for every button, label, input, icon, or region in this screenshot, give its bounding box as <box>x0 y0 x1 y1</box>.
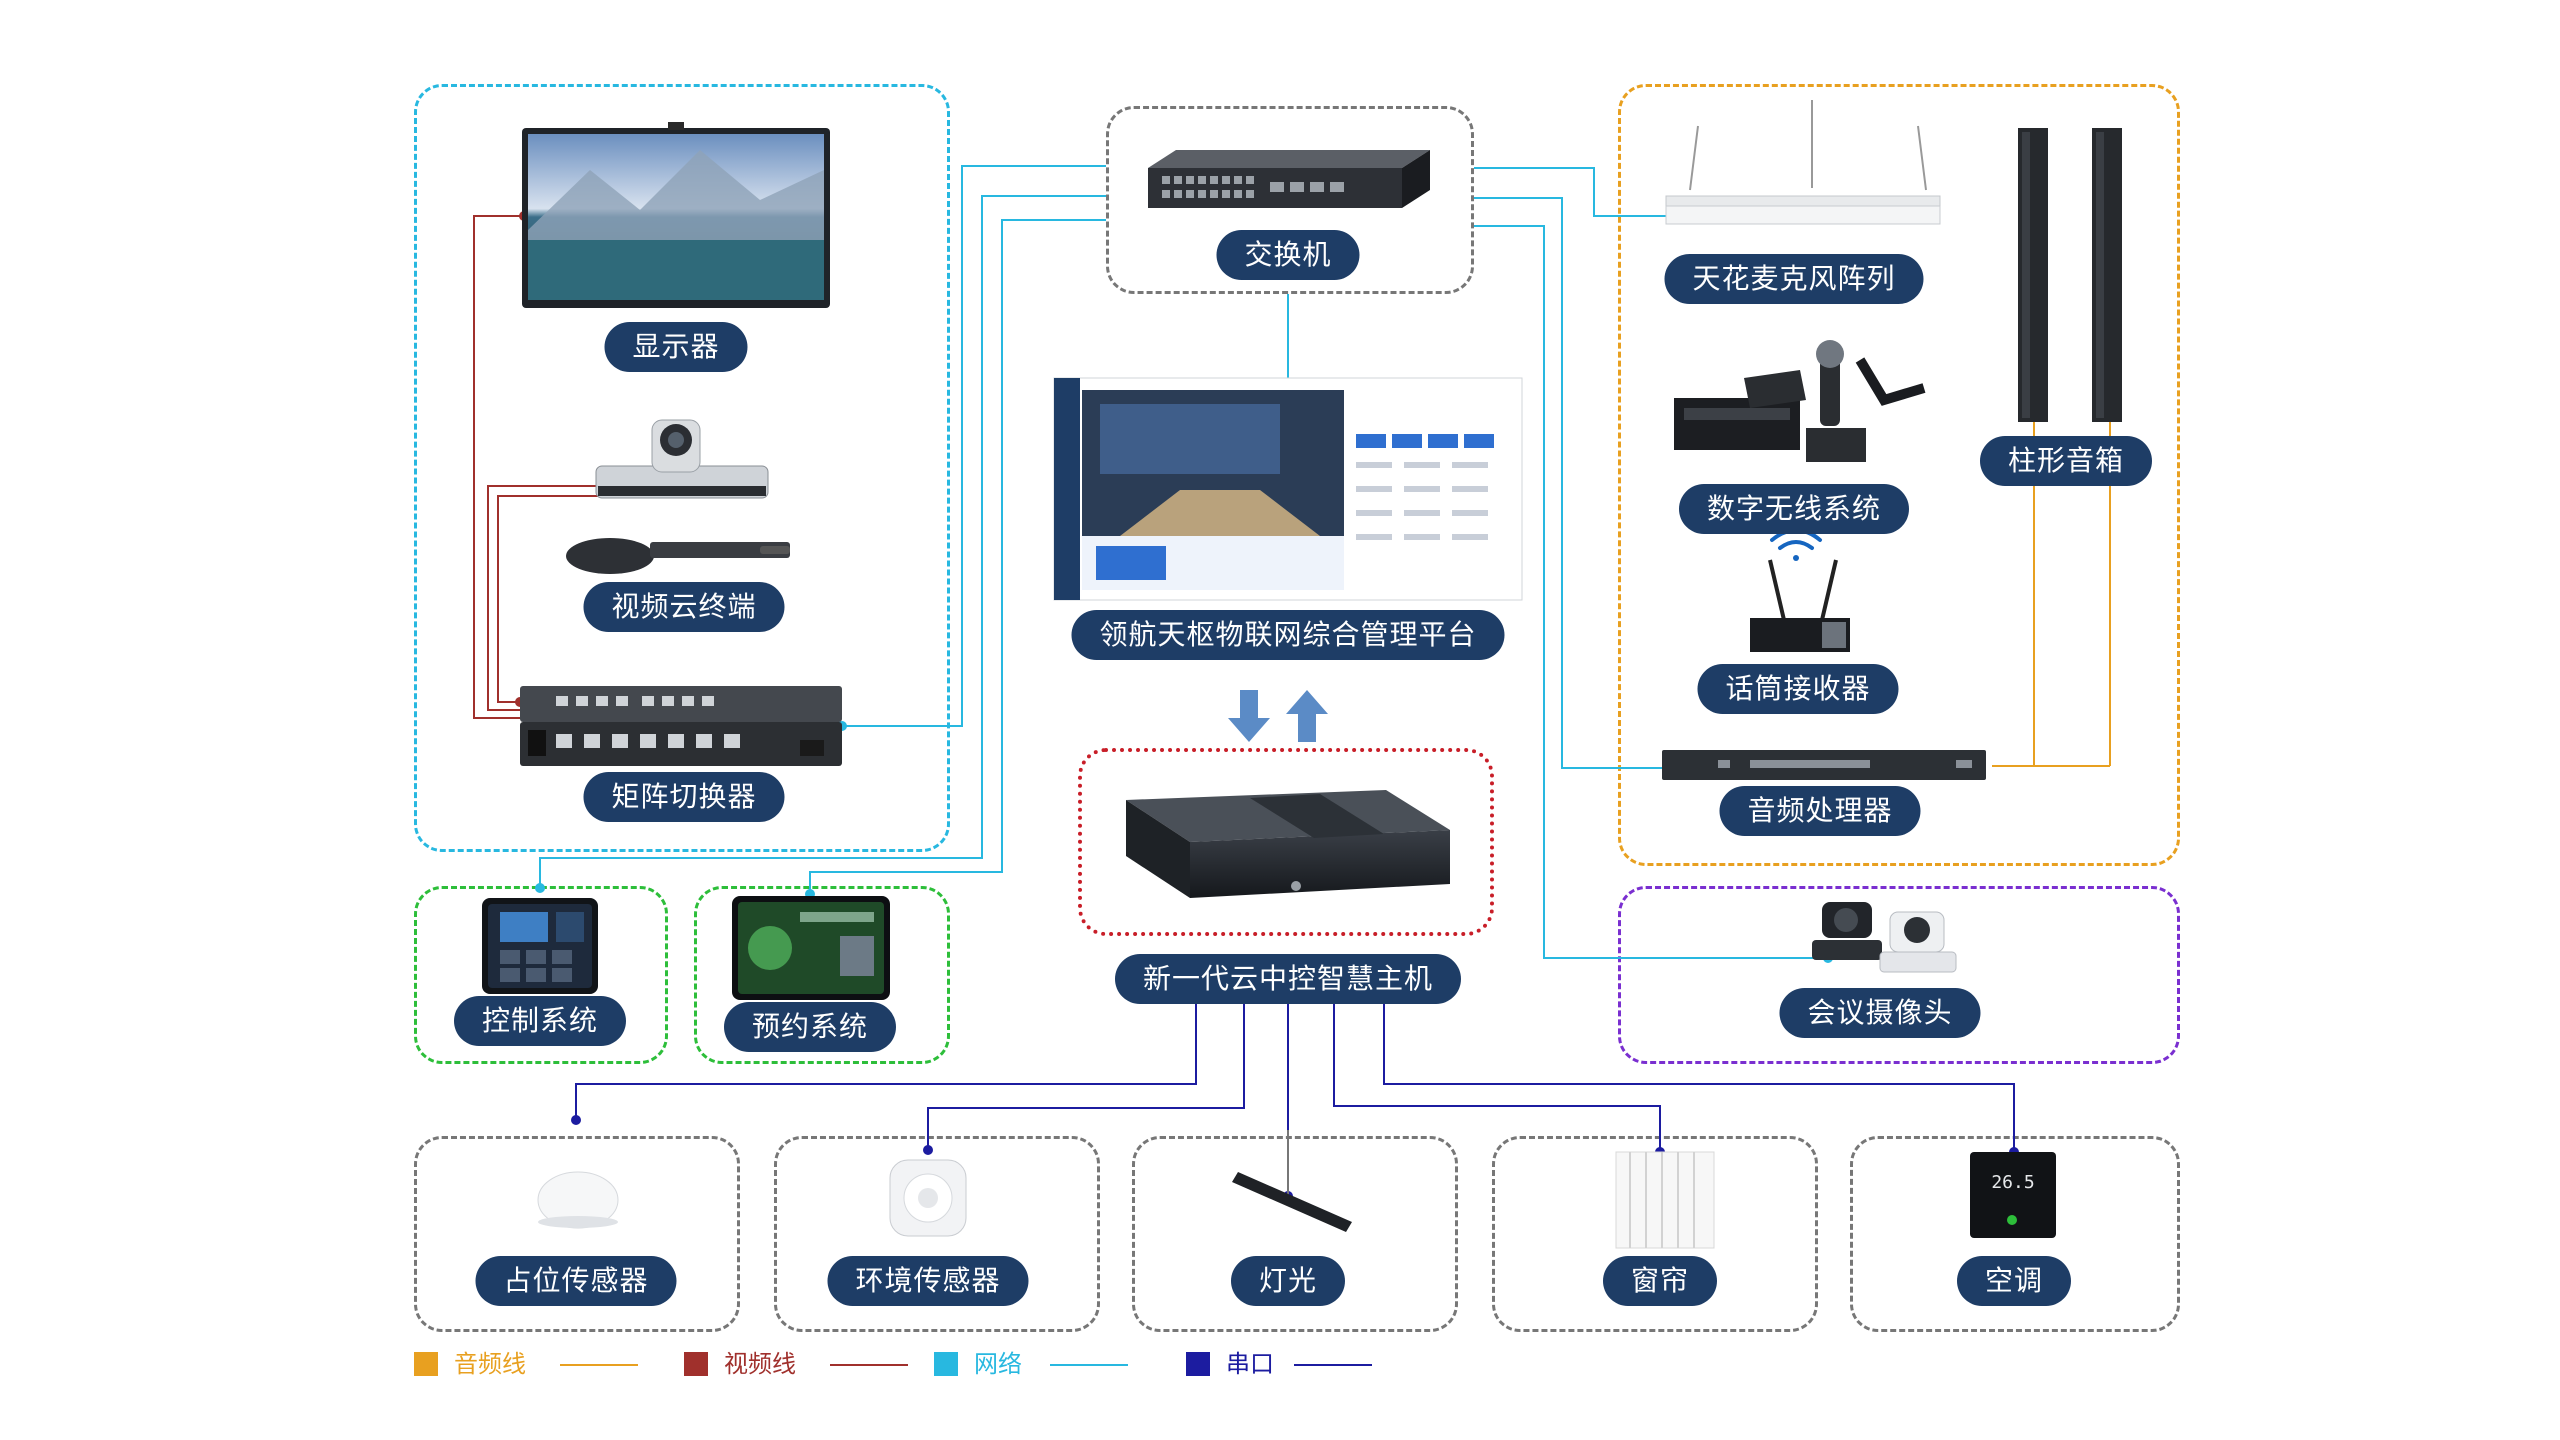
group-audio <box>1618 84 2180 866</box>
data-exchange-arrows-icon <box>1228 690 1328 742</box>
label-ceiling-mic: 天花麦克风阵列 <box>1664 254 1924 304</box>
label-wireless: 数字无线系统 <box>1678 484 1910 534</box>
label-host: 新一代云中控智慧主机 <box>1114 954 1462 1004</box>
label-audio-processor: 音频处理器 <box>1719 786 1921 836</box>
label-ac: 空调 <box>1956 1256 2072 1306</box>
occupancy-sensor-illustration <box>537 1171 619 1229</box>
label-occupancy: 占位传感器 <box>475 1256 677 1306</box>
legend-audio-swatch <box>414 1352 438 1376</box>
video-wires <box>473 215 604 719</box>
label-display: 显示器 <box>604 322 748 372</box>
legend-serial-swatch <box>1186 1352 1210 1376</box>
label-video-terminal: 视频云终端 <box>583 582 785 632</box>
label-mic-receiver: 话筒接收器 <box>1697 664 1899 714</box>
label-platform: 领航天枢物联网综合管理平台 <box>1071 610 1505 660</box>
light-illustration <box>1232 1130 1352 1232</box>
group-display-area <box>414 84 950 852</box>
audio-processor-illustration <box>1662 750 1986 780</box>
legend-serial-line <box>1294 1364 1372 1366</box>
legend-serial-label: 串口 <box>1226 1350 1274 1378</box>
label-light: 灯光 <box>1230 1256 1346 1306</box>
legend-audio-label: 音频线 <box>454 1350 526 1378</box>
conference-camera-illustration <box>1812 902 1957 973</box>
host-illustration <box>1126 790 1450 898</box>
label-column-speaker: 柱形音箱 <box>1979 436 2153 486</box>
ac-panel-illustration: 26.5 <box>1970 1152 2056 1238</box>
label-env-sensor: 环境传感器 <box>827 1256 1029 1306</box>
group-host <box>1078 748 1494 936</box>
legend-video-swatch <box>684 1352 708 1376</box>
switch-illustration <box>1148 150 1430 208</box>
legend-network-label: 网络 <box>974 1350 1022 1378</box>
video-terminal-illustration <box>566 419 790 574</box>
label-control: 控制系统 <box>453 996 627 1046</box>
legend-network-swatch <box>934 1352 958 1376</box>
wifi-icon <box>1770 528 1822 561</box>
column-speaker-illustration <box>2018 128 2122 422</box>
env-sensor-illustration <box>889 1159 967 1237</box>
label-camera: 会议摄像头 <box>1779 988 1981 1038</box>
network-wires <box>539 165 1828 959</box>
curtain-illustration <box>1615 1151 1715 1249</box>
group-occupancy <box>414 1136 740 1332</box>
matrix-illustration <box>520 686 842 766</box>
control-tablet-illustration <box>482 898 598 994</box>
label-curtain: 窗帘 <box>1602 1256 1718 1306</box>
legend-video-line <box>830 1364 908 1366</box>
mic-receiver-illustration <box>1750 559 1850 652</box>
label-booking: 预约系统 <box>723 1002 897 1052</box>
platform-screen-illustration <box>1053 377 1523 601</box>
legend-audio-line <box>560 1364 638 1366</box>
group-curtain <box>1492 1136 1818 1332</box>
group-camera <box>1618 886 2180 1064</box>
label-matrix: 矩阵切换器 <box>583 772 785 822</box>
serial-wires <box>575 1004 2015 1196</box>
ceiling-mic-illustration <box>1665 100 1941 225</box>
display-illustration <box>522 122 830 308</box>
booking-tablet-illustration <box>732 896 890 1000</box>
wireless-system-illustration <box>1674 340 1926 462</box>
legend-video-label: 视频线 <box>724 1350 796 1378</box>
group-booking-system <box>694 886 950 1064</box>
label-switch: 交换机 <box>1216 230 1360 280</box>
legend-network-line <box>1050 1364 1128 1366</box>
group-env-sensor <box>774 1136 1100 1332</box>
ac-temperature-readout: 26.5 <box>1991 1172 2034 1193</box>
group-switch <box>1106 106 1474 294</box>
group-light <box>1132 1136 1458 1332</box>
